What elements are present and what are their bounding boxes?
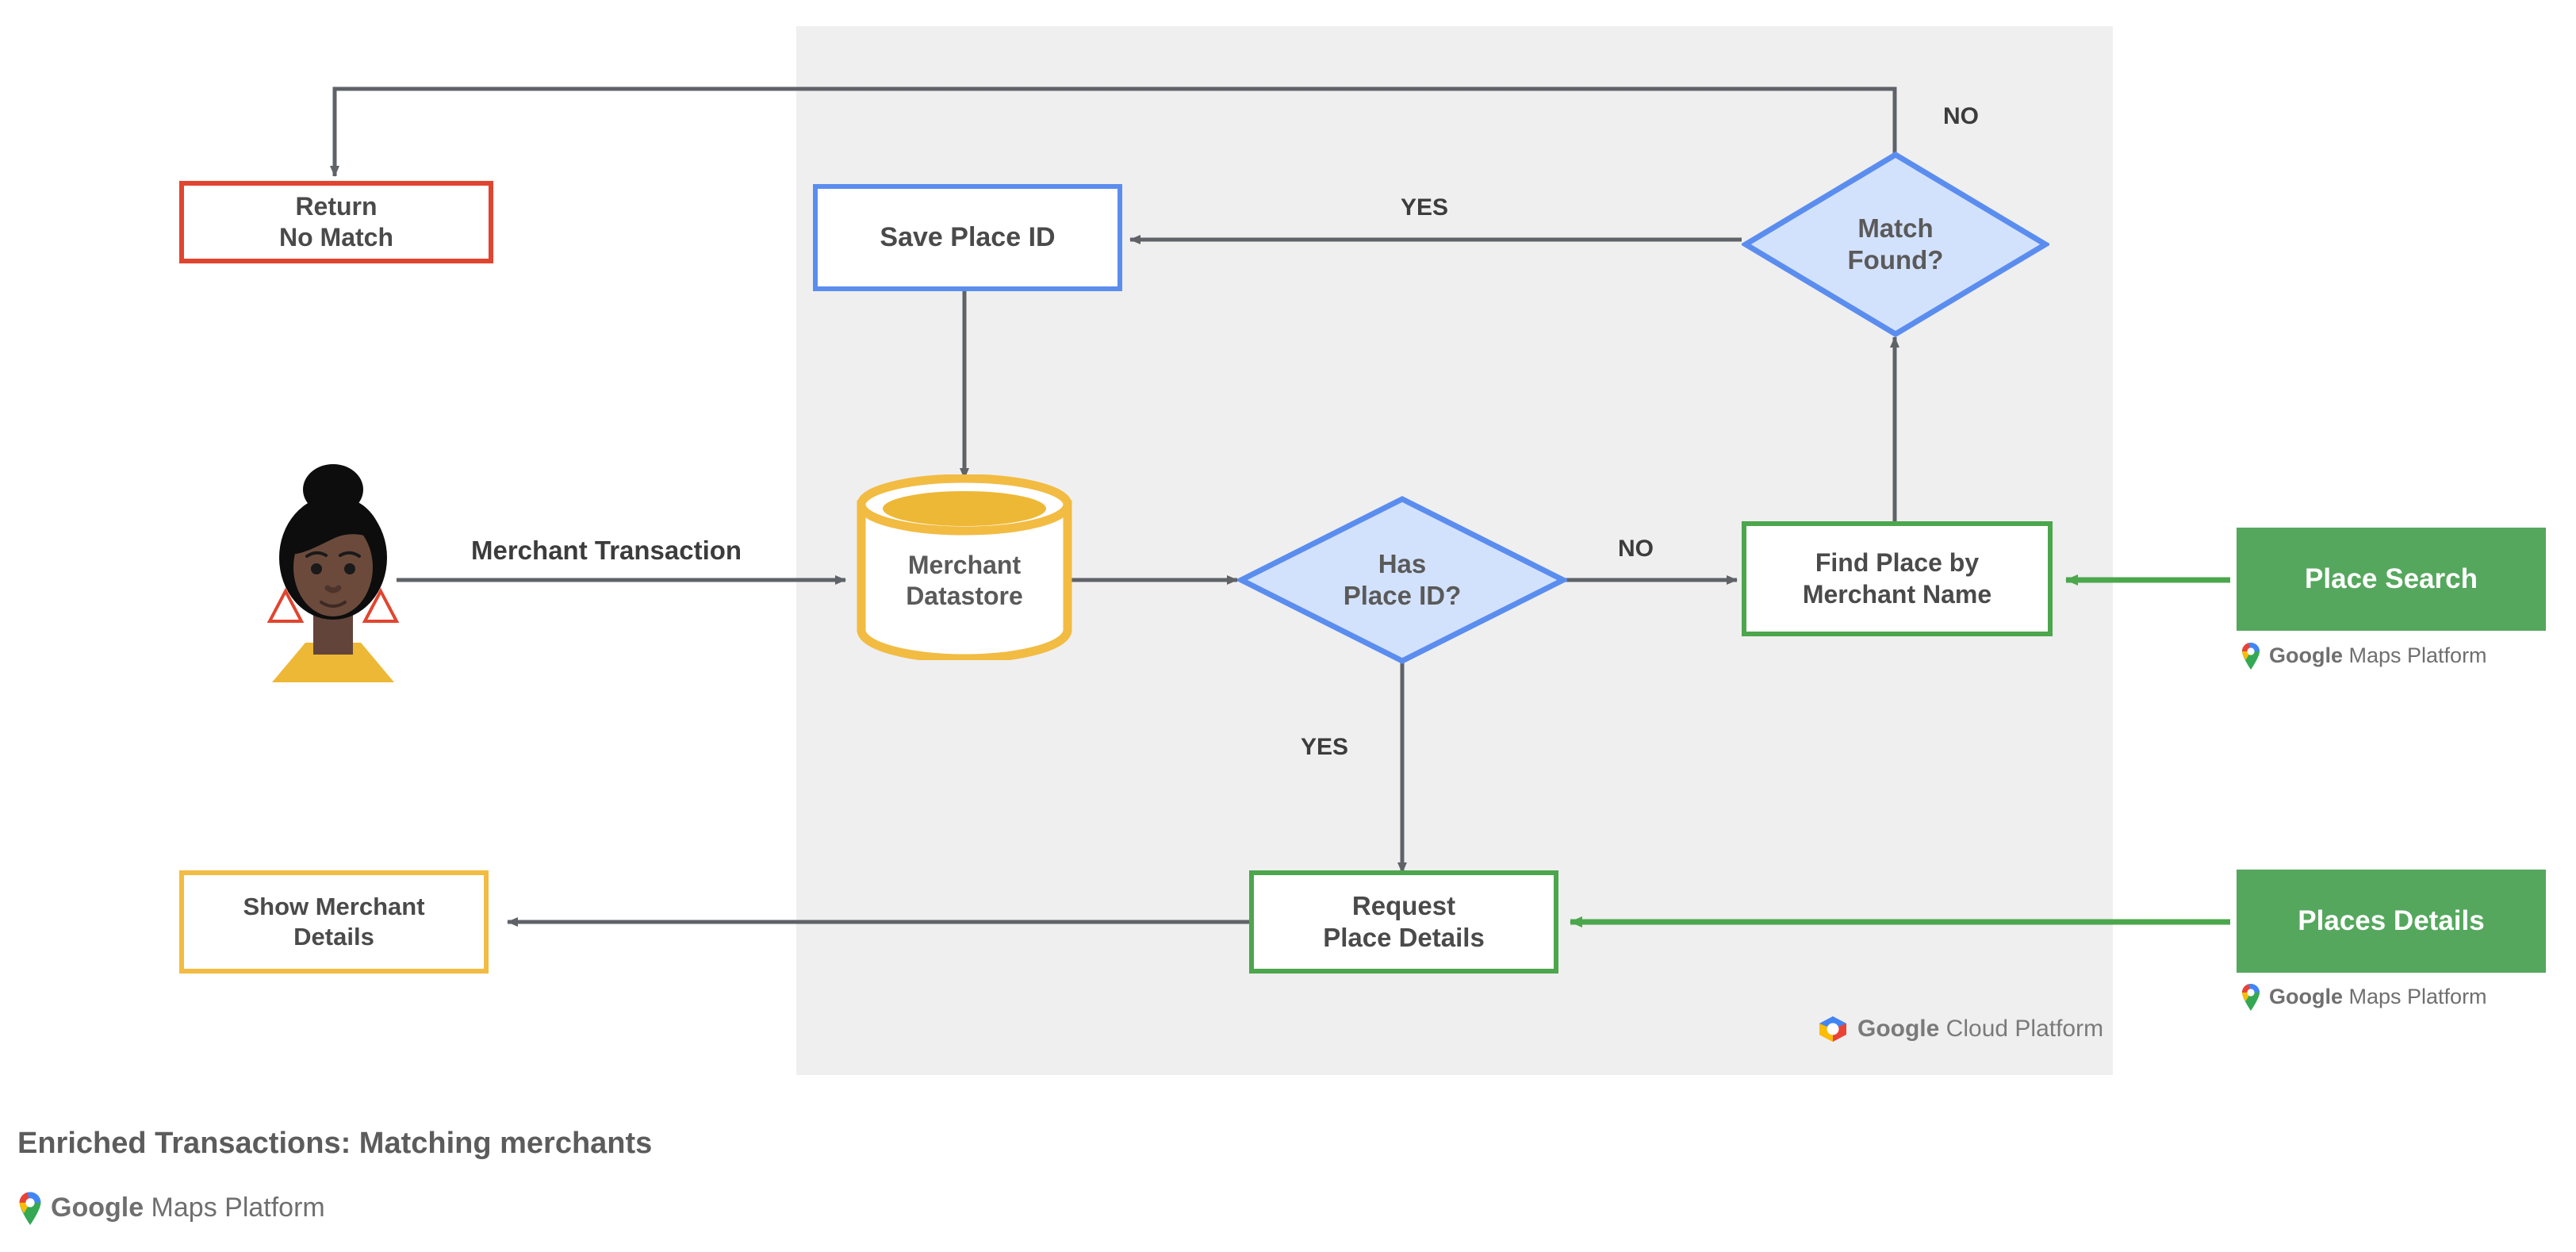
gmp-wordmark: Google Maps Platform [51, 1192, 325, 1223]
node-merchant-datastore-label: Merchant Datastore [906, 550, 1023, 610]
node-places-details-label: Places Details [2298, 904, 2485, 936]
gmp-google-text: Google [2269, 643, 2343, 667]
node-request-place-details-label: Request Place Details [1323, 890, 1485, 952]
node-show-merchant-details[interactable]: Show Merchant Details [179, 870, 489, 974]
node-has-place-id-decision[interactable]: Has Place ID? [1237, 495, 1567, 665]
google-cloud-platform-lockup: Google Cloud Platform [1818, 1016, 2103, 1043]
cylinder-shape [857, 474, 1072, 660]
node-return-no-match[interactable]: Return No Match [179, 181, 493, 263]
diamond-shape [1237, 496, 1567, 664]
edge-label-match-found-no: NO [1943, 103, 1979, 129]
gmp-suffix-text: Maps Platform [144, 1192, 325, 1223]
google-cloud-hexagon-icon [1819, 1016, 1846, 1042]
node-return-no-match-label: Return No Match [279, 191, 393, 252]
gmp-suffix-text: Maps Platform [2343, 984, 2487, 1008]
google-maps-pin-icon [2242, 643, 2260, 670]
node-place-search[interactable]: Place Search [2237, 528, 2546, 631]
gcp-google-text: Google [1857, 1016, 1940, 1042]
diamond-shape [1742, 151, 2049, 338]
gmp-wordmark: Google Maps Platform [2269, 985, 2487, 1009]
google-maps-platform-lockup-place-search: Google Maps Platform [2241, 641, 2487, 670]
gmp-google-text: Google [51, 1192, 144, 1223]
google-maps-pin-icon [19, 1192, 41, 1225]
edge-label-match-found-yes: YES [1401, 194, 1449, 221]
node-has-place-id-label: Has Place ID? [1343, 549, 1462, 610]
merchant-customer-avatar-icon [258, 456, 408, 682]
node-place-search-label: Place Search [2305, 563, 2478, 594]
node-match-found-label: Match Found? [1847, 213, 1944, 275]
page-title: Enriched Transactions: Matching merchant… [17, 1127, 653, 1160]
edge-label-has-place-id-yes: YES [1301, 734, 1349, 760]
gmp-suffix-text: Maps Platform [2343, 643, 2487, 667]
node-save-place-id[interactable]: Save Place ID [813, 184, 1122, 291]
gmp-google-text: Google [2269, 984, 2343, 1008]
gcp-suffix-text: Cloud Platform [1939, 1016, 2104, 1042]
node-merchant-datastore[interactable]: Merchant Datastore [857, 474, 1072, 660]
edge-label-merchant-transaction: Merchant Transaction [471, 536, 742, 565]
node-match-found-decision[interactable]: Match Found? [1742, 151, 2049, 338]
node-request-place-details[interactable]: Request Place Details [1249, 870, 1558, 974]
node-places-details[interactable]: Places Details [2237, 870, 2546, 973]
google-maps-pin-icon [2242, 984, 2260, 1011]
google-maps-platform-lockup-places-details: Google Maps Platform [2241, 982, 2487, 1011]
node-save-place-id-label: Save Place ID [880, 221, 1056, 252]
edge-label-has-place-id-no: NO [1618, 536, 1654, 562]
node-find-place-by-merchant-name-label: Find Place by Merchant Name [1802, 548, 1992, 609]
node-find-place-by-merchant-name[interactable]: Find Place by Merchant Name [1742, 521, 2053, 636]
gcp-wordmark: Google Cloud Platform [1857, 1016, 2103, 1043]
gmp-wordmark: Google Maps Platform [2269, 643, 2487, 668]
node-show-merchant-details-label: Show Merchant Details [243, 893, 425, 951]
google-maps-platform-lockup-footer: Google Maps Platform [17, 1190, 325, 1225]
